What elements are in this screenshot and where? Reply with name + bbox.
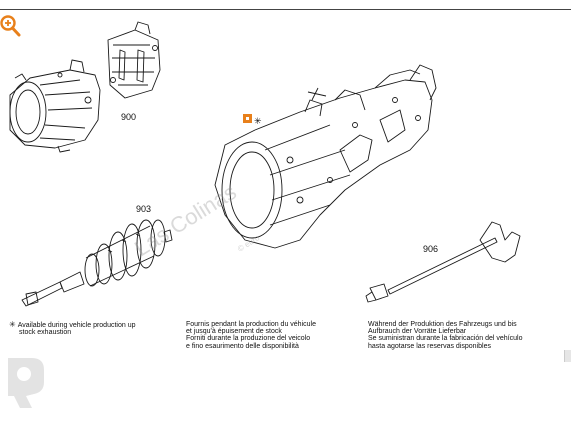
note-es-line-2: hasta agotarse las reservas disponibles xyxy=(368,342,491,350)
rear-case-drawing xyxy=(107,21,161,99)
side-scroll-tab[interactable] xyxy=(564,350,571,362)
las-colinas-logo-icon xyxy=(2,352,50,414)
note-it-line-2: e fino esaurimento delle disponibilità xyxy=(186,342,299,350)
note-french-italian: Fournis pendant la production du véhicul… xyxy=(186,321,316,350)
part-label-903: 903 xyxy=(136,204,152,214)
note-fr-line-1: Fournis pendant la production du véhicul… xyxy=(186,321,316,328)
gearbox-assembly-drawing xyxy=(214,64,437,249)
orange-square-marker-icon xyxy=(243,114,252,123)
note-german-spanish: Während der Produktion des Fahrzeugs und… xyxy=(368,321,522,350)
part-label-906: 906 xyxy=(423,244,439,254)
gear-shaft-drawing xyxy=(21,219,173,307)
note-it-line-1: Forniti durante la produzione del veicol… xyxy=(186,335,311,343)
note-en-line-2: stock exhaustion xyxy=(19,329,72,337)
note-es-line-1: Se suministran durante la fabricación de… xyxy=(368,335,523,343)
top-border-line xyxy=(0,9,571,10)
clutch-housing-drawing xyxy=(9,59,101,153)
note-star-icon: ✳ xyxy=(9,320,16,329)
part-label-900: 900 xyxy=(121,112,137,122)
zoom-in-icon[interactable] xyxy=(0,14,22,38)
note-fr-line-2: et jusqu'à épuisement de stock xyxy=(186,328,282,336)
note-english: ✳Available during vehicle production up … xyxy=(9,320,136,337)
note-de-line-1: Während der Produktion des Fahrzeugs und… xyxy=(368,321,517,328)
note-de-line-2: Aufbrauch der Vorräte Lieferbar xyxy=(368,328,467,336)
selector-rod-drawing xyxy=(365,221,521,303)
note-en-line-1: Available during vehicle production up xyxy=(17,322,136,329)
availability-star-icon: ✳ xyxy=(254,116,262,126)
